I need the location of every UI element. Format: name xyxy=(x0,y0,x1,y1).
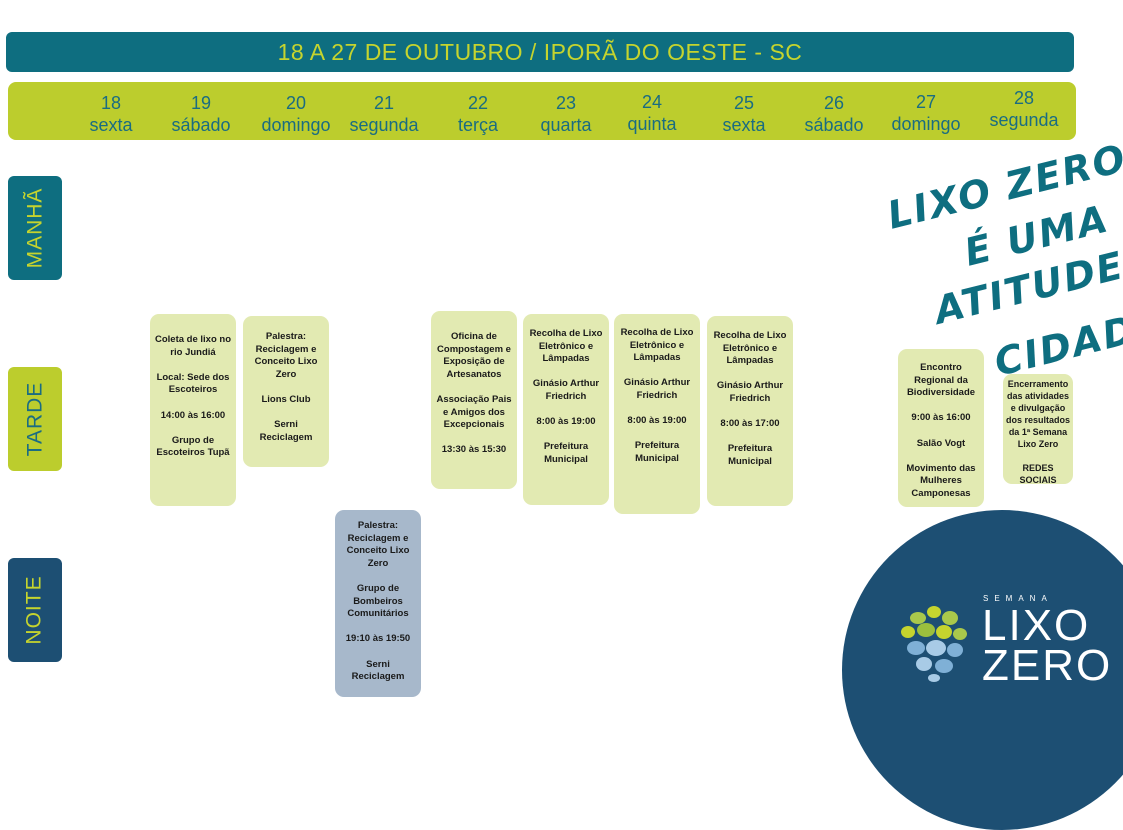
day-number: 25 xyxy=(733,93,755,113)
day-number: 22 xyxy=(467,93,489,113)
event-card-day23: Recolha de Lixo Eletrônico e Lâmpadas Gi… xyxy=(523,314,609,505)
period-night: NOITE xyxy=(8,558,62,662)
event-card-day28: Encerramento das atividades e divulgação… xyxy=(1003,374,1073,484)
logo-word-2: ZERO xyxy=(982,641,1113,690)
logo-subtitle: SEMANA xyxy=(983,594,1053,603)
day-name: sexta xyxy=(89,115,133,135)
day-number: 21 xyxy=(373,93,395,113)
day-number: 24 xyxy=(641,92,663,112)
day-name: quarta xyxy=(540,115,592,135)
day-number: 26 xyxy=(823,93,845,113)
day-number: 19 xyxy=(190,93,212,113)
day-name: sexta xyxy=(722,115,766,135)
day-number: 27 xyxy=(915,92,937,112)
day-number: 28 xyxy=(1013,88,1035,108)
period-morning-label: MANHÃ xyxy=(23,187,46,269)
event-card-day24: Recolha de Lixo Eletrônico e Lâmpadas Gi… xyxy=(614,314,700,514)
logo-word-1: LIXO xyxy=(982,601,1091,650)
day-number: 18 xyxy=(100,93,122,113)
day-name: terça xyxy=(457,115,499,135)
period-morning: MANHÃ xyxy=(8,176,62,280)
day-name: domingo xyxy=(261,115,331,135)
period-night-label: NOITE xyxy=(23,575,47,645)
day-name: sábado xyxy=(804,115,864,135)
event-card-day19: Coleta de lixo no rio Jundiá Local: Sede… xyxy=(150,314,236,506)
period-afternoon: TARDE xyxy=(8,367,62,471)
event-card-day25: Recolha de Lixo Eletrônico e Lâmpadas Gi… xyxy=(707,316,793,506)
day-name: segunda xyxy=(349,115,419,135)
event-card-day22: Oficina de Compostagem e Exposição de Ar… xyxy=(431,311,517,489)
day-name: sábado xyxy=(171,115,231,135)
event-card-day21-night: Palestra: Reciclagem e Conceito Lixo Zer… xyxy=(335,510,421,697)
day-number: 23 xyxy=(555,93,577,113)
day-name: quinta xyxy=(627,114,677,134)
period-afternoon-label: TARDE xyxy=(23,381,46,457)
event-title: 18 A 27 DE OUTUBRO / IPORÃ DO OESTE - SC xyxy=(277,38,803,65)
leaf-logo-icon xyxy=(901,606,967,682)
event-title-bar: 18 A 27 DE OUTUBRO / IPORÃ DO OESTE - SC xyxy=(6,32,1074,72)
day-name: domingo xyxy=(891,114,961,134)
event-card-day27: Encontro Regional da Biodiversidade 9:00… xyxy=(898,349,984,507)
day-number: 20 xyxy=(285,93,307,113)
day-name: segunda xyxy=(989,110,1059,130)
event-card-day20: Palestra: Reciclagem e Conceito Lixo Zer… xyxy=(243,316,329,467)
